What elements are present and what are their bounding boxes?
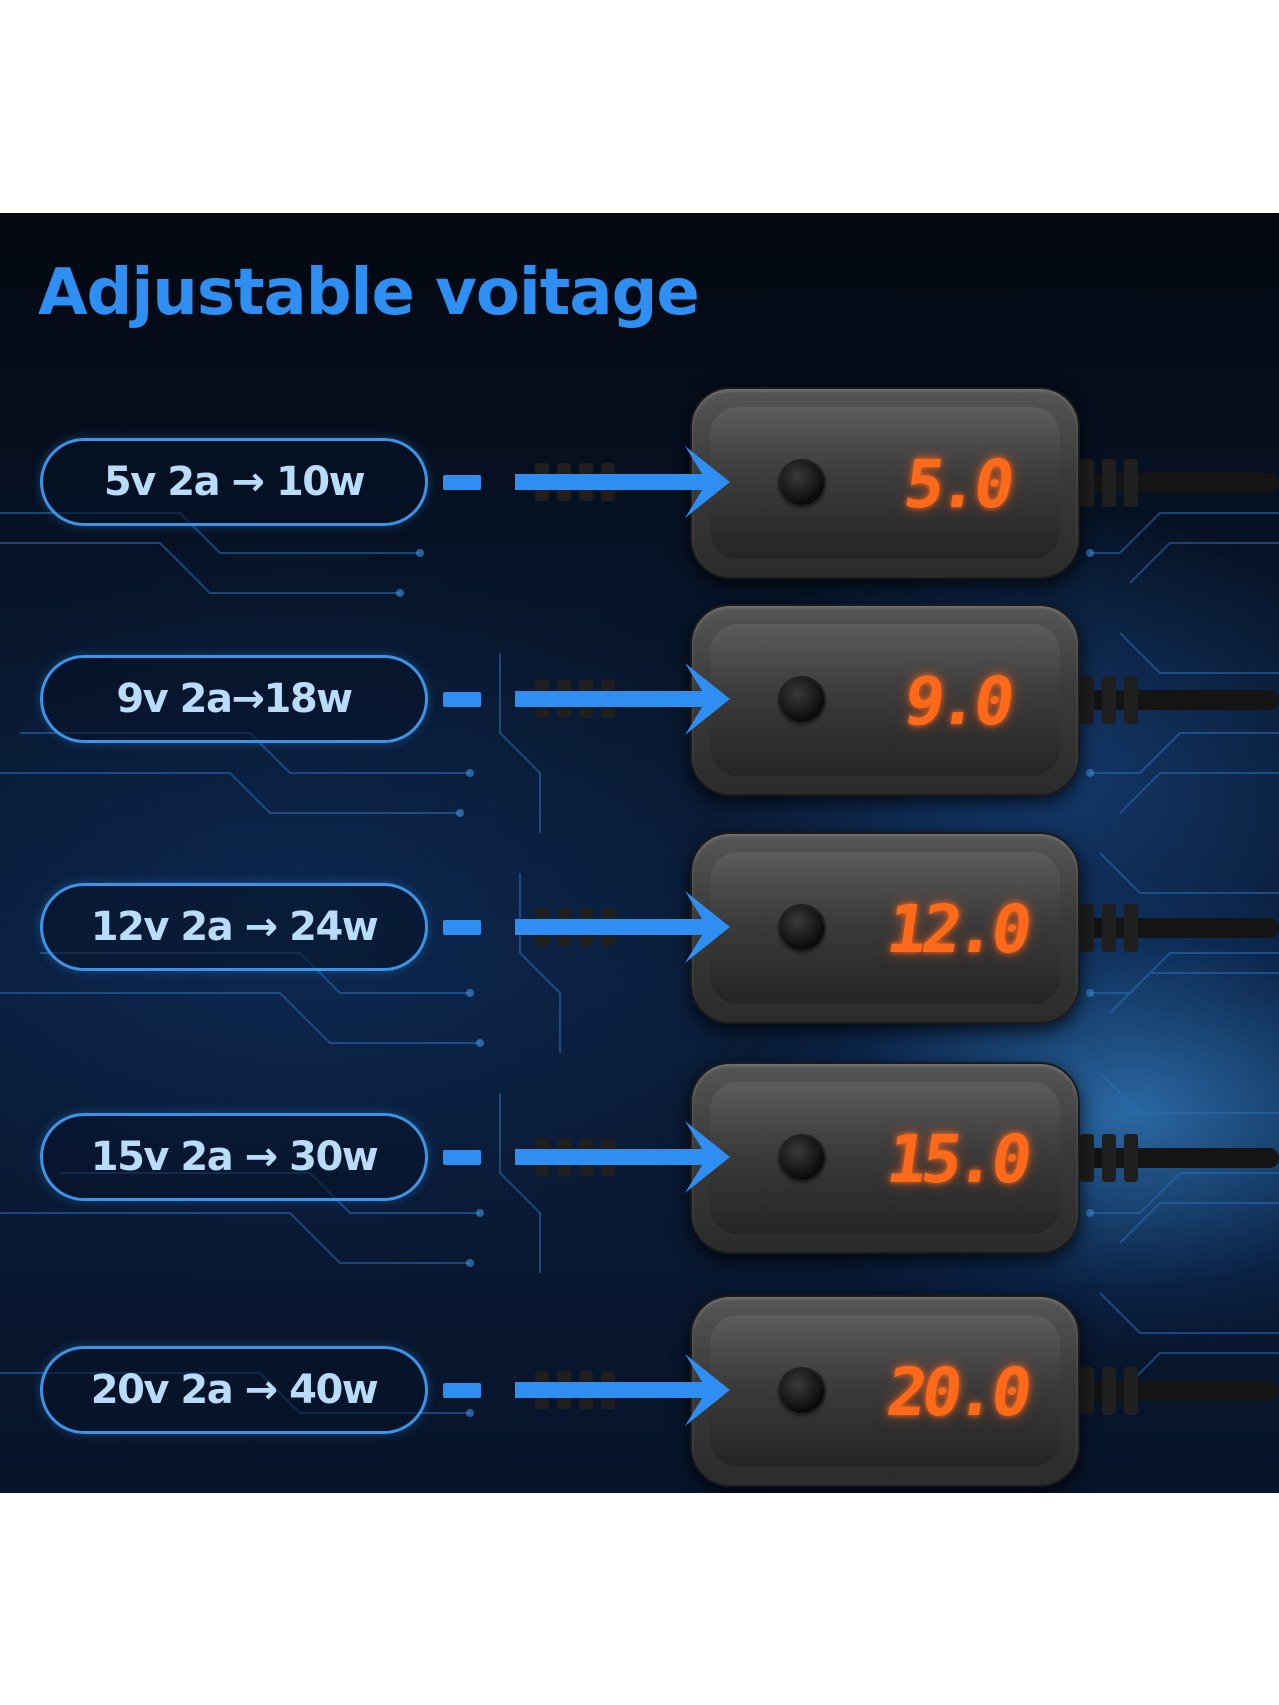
voltage-display: 15.0	[882, 1121, 1032, 1198]
converter-module: 12.0	[690, 832, 1080, 1024]
right-arrow-icon	[515, 663, 730, 735]
connector-dash	[443, 1150, 481, 1165]
adjust-button-icon[interactable]	[780, 678, 824, 722]
voltage-display: 9.0	[899, 663, 1015, 740]
voltage-row-5v: 5v 2a → 10w 5.0	[0, 387, 1279, 583]
converter-module: 5.0	[690, 387, 1080, 579]
power-spec-label: 9v 2a→18w	[40, 655, 428, 743]
cable-right	[1070, 1134, 1279, 1182]
converter-module: 9.0	[690, 604, 1080, 796]
cable-right	[1070, 1367, 1279, 1415]
circuit-board-background	[0, 512, 1279, 1417]
adjust-button-icon[interactable]	[780, 906, 824, 950]
voltage-display: 5.0	[899, 446, 1015, 523]
cable-right	[1070, 459, 1279, 507]
power-spec-label: 15v 2a → 30w	[40, 1113, 428, 1201]
cable-right	[1070, 904, 1279, 952]
connector-dash	[443, 692, 481, 707]
power-spec-label: 5v 2a → 10w	[40, 438, 428, 526]
power-spec-label: 20v 2a → 40w	[40, 1346, 428, 1434]
voltage-row-20v: 20v 2a → 40w 20.0	[0, 1295, 1279, 1493]
right-arrow-icon	[515, 1354, 730, 1426]
product-banner: Adjustable voitage 5v 2a → 10w 5.0	[0, 213, 1279, 1493]
voltage-row-15v: 15v 2a → 30w 15.0	[0, 1062, 1279, 1263]
connector-dash	[443, 1383, 481, 1398]
right-arrow-icon	[515, 891, 730, 963]
voltage-display: 20.0	[882, 1354, 1032, 1431]
page-title: Adjustable voitage	[38, 256, 700, 330]
voltage-row-12v: 12v 2a → 24w 12.0	[0, 832, 1279, 1033]
right-arrow-icon	[515, 446, 730, 518]
adjust-button-icon[interactable]	[780, 1136, 824, 1180]
voltage-display: 12.0	[882, 891, 1032, 968]
converter-module: 15.0	[690, 1062, 1080, 1254]
power-spec-label: 12v 2a → 24w	[40, 883, 428, 971]
voltage-row-9v: 9v 2a→18w 9.0	[0, 604, 1279, 816]
connector-dash	[443, 475, 481, 490]
adjust-button-icon[interactable]	[780, 461, 824, 505]
adjust-button-icon[interactable]	[780, 1369, 824, 1413]
converter-module: 20.0	[690, 1295, 1080, 1487]
right-arrow-icon	[515, 1121, 730, 1193]
cable-right	[1070, 676, 1279, 724]
connector-dash	[443, 920, 481, 935]
